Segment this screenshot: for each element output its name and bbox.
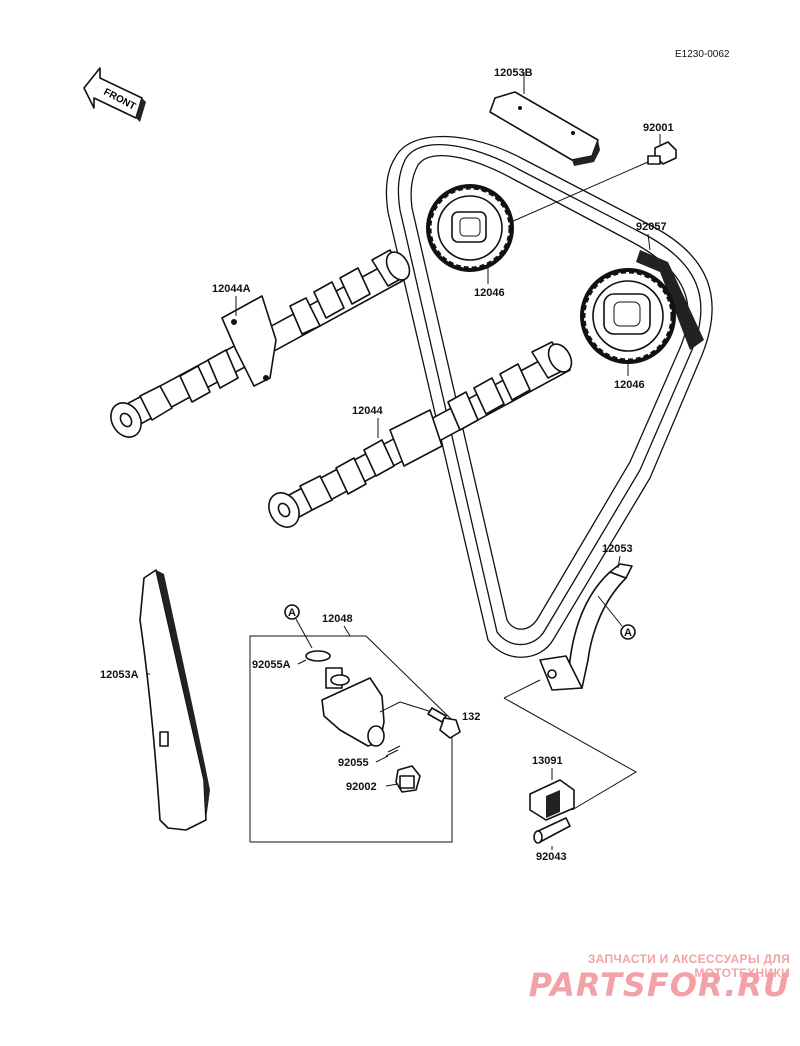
- tensioner-box: [249, 635, 453, 843]
- bolt-92002: [395, 765, 421, 793]
- label-12053A: 12053A: [100, 669, 139, 681]
- sprocket-12046-top: [426, 184, 514, 272]
- label-12046-top: 12046: [474, 287, 505, 299]
- label-92055A: 92055A: [252, 659, 291, 671]
- callout-a-right: [620, 624, 636, 640]
- camshaft-12044A: [110, 249, 411, 438]
- chain-guide-12053: [539, 563, 633, 691]
- callout-a-right-label: A: [624, 627, 632, 639]
- chain-guide-12053A: [139, 569, 210, 831]
- chain-guide-12053B: [489, 91, 600, 166]
- pin-92043: [533, 817, 571, 844]
- oring-92055A: [305, 650, 331, 662]
- front-arrow-icon: FRONT: [83, 67, 146, 122]
- bracket-13091: [529, 779, 575, 821]
- bolt-92001: [647, 141, 677, 165]
- label-12053B: 12053B: [494, 67, 533, 79]
- label-12048: 12048: [322, 613, 353, 625]
- label-92002: 92002: [346, 781, 377, 793]
- callout-a-left-label: A: [288, 607, 296, 619]
- label-92043: 92043: [536, 851, 567, 863]
- tensioner-body: [321, 667, 385, 747]
- diagram-code: E1230-0062: [675, 49, 730, 60]
- bolt-132: [427, 707, 461, 739]
- watermark-tagline: ЗАПЧАСТИ И АКСЕССУАРЫ ДЛЯ МОТОТЕХНИКИ: [587, 952, 790, 980]
- camshaft-12044: [268, 341, 573, 528]
- label-132: 132: [462, 711, 480, 723]
- label-12044A: 12044A: [212, 283, 251, 295]
- sprocket-12046-right: [580, 268, 676, 364]
- watermark-brand: PARTSFOR.RU: [528, 966, 790, 1004]
- washer-92055: [385, 745, 401, 757]
- label-92055: 92055: [338, 757, 369, 769]
- label-92001: 92001: [643, 122, 674, 134]
- label-13091: 13091: [532, 755, 563, 767]
- label-12053: 12053: [602, 543, 633, 555]
- callout-a-left: [284, 604, 300, 620]
- label-92057: 92057: [636, 221, 667, 233]
- label-12046-right: 12046: [614, 379, 645, 391]
- label-12044: 12044: [352, 405, 383, 417]
